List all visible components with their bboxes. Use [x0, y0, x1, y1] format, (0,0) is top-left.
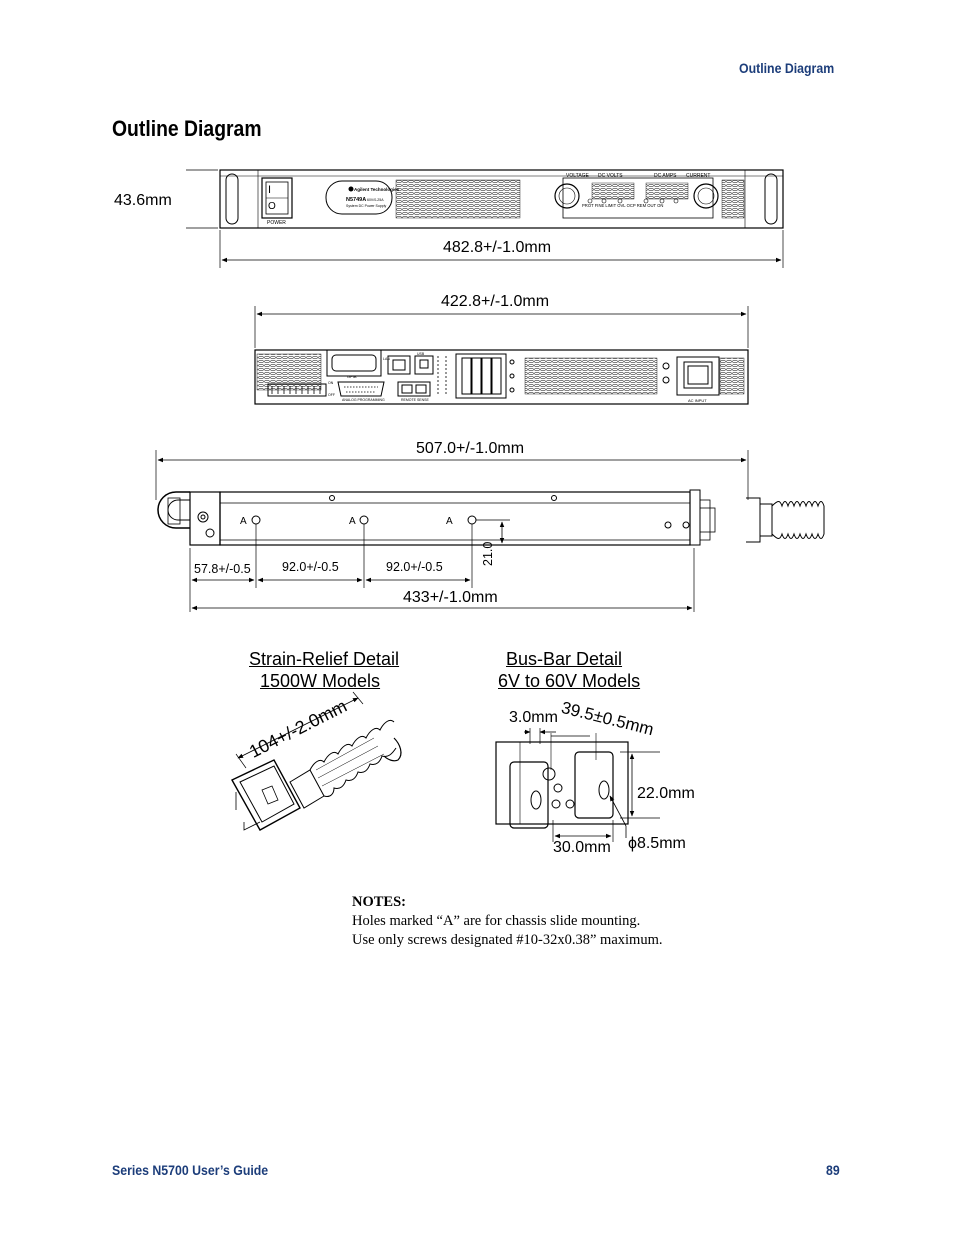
dc-volts-label: DC VOLTS: [598, 173, 623, 179]
side-view: [157, 489, 825, 546]
running-header: Outline Diagram: [739, 60, 835, 76]
current-label: CURRENT: [686, 173, 710, 179]
notes-line-2: Use only screws designated #10-32x0.38” …: [352, 932, 663, 948]
notes-block: NOTES: Holes marked “A” are for chassis …: [352, 893, 662, 950]
footer-guide-title: Series N5700 User’s Guide: [112, 1162, 269, 1178]
remote-sense-label: REMOTE SENSE: [401, 398, 429, 402]
power-label: POWER: [267, 220, 286, 226]
rear-width-dim: 422.8+/-1.0mm: [441, 293, 550, 310]
dip-on-label: ON: [328, 381, 334, 385]
brand-text: Agilent Technologies: [354, 187, 400, 192]
bus-bar-subtitle: 6V to 60V Models: [498, 671, 641, 691]
front-height-dim: 43.6mm: [114, 192, 172, 209]
voltage-label: VOLTAGE: [566, 173, 590, 179]
strain-relief-subtitle: 1500W Models: [260, 671, 381, 691]
side-body-dim: 433+/-1.0mm: [403, 589, 498, 606]
rear-panel: [254, 349, 749, 405]
hole-mark-a2: A: [349, 516, 356, 527]
model-text: N5749A: [346, 197, 366, 203]
bus-bar-height-dim: 22.0mm: [637, 785, 695, 802]
side-overall-dim: 507.0+/-1.0mm: [416, 440, 525, 457]
model-range-text: 60V/0-25A: [367, 198, 384, 202]
hole-offset-3-dim: 92.0+/-0.5: [386, 560, 443, 574]
indicator-labels: PROT FINE LIMIT OVL OCP REM OUT ON: [582, 203, 663, 208]
hole-mark-a1: A: [240, 516, 247, 527]
dip-off-label: OFF: [328, 393, 335, 397]
hole-mark-a3: A: [446, 516, 453, 527]
front-panel: [219, 169, 784, 229]
dc-amps-label: DC AMPS: [654, 173, 677, 179]
switch-off-label: O: [268, 201, 276, 212]
notes-title: NOTES:: [352, 894, 406, 910]
bus-bar-title: Bus-Bar Detail: [506, 649, 623, 669]
page-title: Outline Diagram: [112, 116, 262, 141]
footer-page-number: 89: [826, 1162, 840, 1178]
front-width-dim: 482.8+/-1.0mm: [443, 239, 552, 256]
bus-bar-width-dim: 30.0mm: [553, 839, 611, 856]
hole-height-dim: 21.0: [481, 541, 495, 566]
gpib-label: GPIB: [347, 374, 357, 379]
bus-bar-drawing: [495, 741, 629, 829]
lan-label: LAN: [383, 357, 390, 361]
hole-offset-1-dim: 57.8+/-0.5: [194, 562, 251, 576]
ac-input-label: AC INPUT: [688, 398, 707, 403]
notes-line-1: Holes marked “A” are for chassis slide m…: [352, 913, 641, 929]
strain-relief-title: Strain-Relief Detail: [249, 649, 400, 669]
usb-label: USB: [417, 352, 425, 356]
bus-bar-thickness-dim: 3.0mm: [509, 709, 558, 726]
model-sub-text: System DC Power Supply: [346, 204, 387, 208]
analog-label: ANALOG PROGRAMMING: [342, 398, 385, 402]
bus-bar-hole-dim: ϕ8.5mm: [628, 835, 686, 852]
switch-on-label: I: [268, 184, 271, 196]
hole-offset-2-dim: 92.0+/-0.5: [282, 560, 339, 574]
